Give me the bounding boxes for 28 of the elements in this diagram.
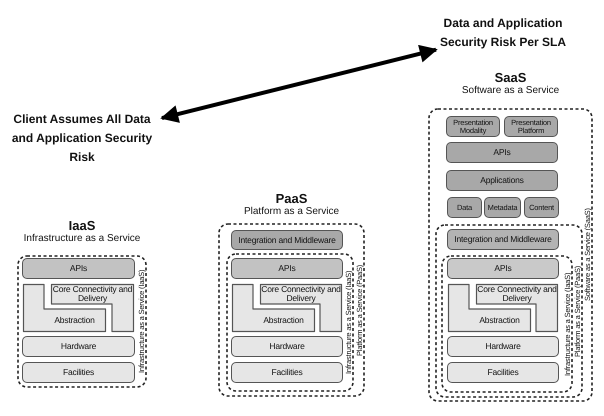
risk-note: Data and Application Security Risk Per SLA (436, 2, 570, 64)
layer-box: Hardware (231, 336, 343, 357)
layer-box: Applications (446, 170, 558, 191)
service-boundary (226, 253, 354, 392)
service-heading: PaaS (274, 191, 308, 206)
service-boundary (218, 191, 365, 397)
layer-box: Integration and Middleware (231, 230, 343, 250)
double-arrow (160, 44, 438, 123)
layer-box: Facilities (231, 362, 343, 383)
layer-box: Facilities (22, 362, 135, 383)
layer-box: APIs (22, 258, 135, 279)
layer-box: Hardware (447, 336, 559, 357)
layer-box: APIs (447, 258, 559, 279)
service-boundary (435, 224, 583, 398)
service-boundary (17, 218, 147, 388)
service-boundary (441, 255, 573, 393)
layer-box: APIs (446, 142, 558, 163)
layer-box: APIs (231, 258, 343, 279)
layer-box: Facilities (447, 362, 559, 383)
service-subtitle: Software as a Service (460, 85, 560, 97)
layer-box: Integration and Middleware (447, 229, 559, 250)
service-heading: SaaS (494, 70, 528, 85)
service-boundary (428, 70, 593, 402)
service-subtitle: Infrastructure as a Service (22, 233, 142, 245)
risk-note: Client Assumes All Data and Application Security Risk (2, 106, 162, 170)
layer-box: Hardware (22, 336, 135, 357)
service-subtitle: Platform as a Service (242, 206, 340, 218)
service-heading: IaaS (68, 218, 96, 233)
